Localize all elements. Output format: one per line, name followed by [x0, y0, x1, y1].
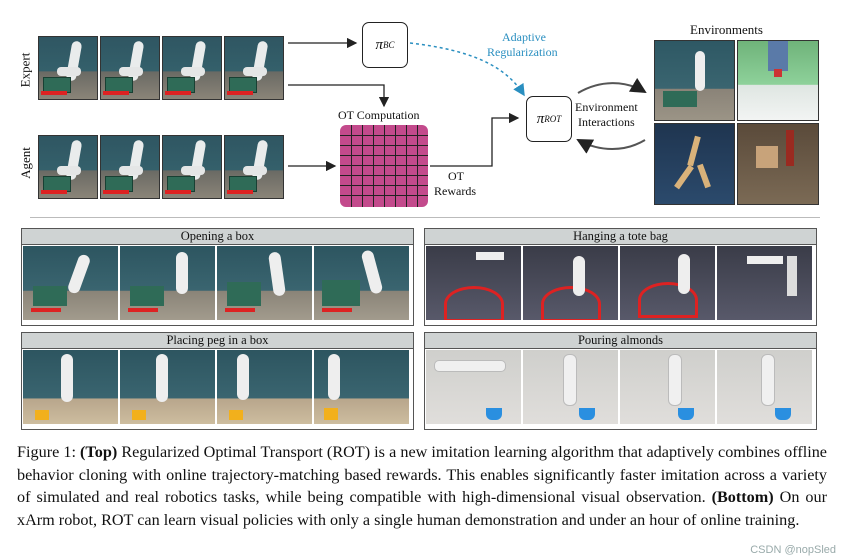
- interactions-label: Interactions: [578, 115, 635, 129]
- task-frame: [620, 350, 715, 424]
- panel-title: Hanging a tote bag: [425, 229, 816, 245]
- ot-computation-label: OT Computation: [338, 108, 420, 122]
- panel-opening-box: Opening a box: [21, 228, 414, 326]
- watermark: CSDN @nopSled: [750, 544, 836, 556]
- agent-frame-3: [162, 135, 222, 199]
- diagram-arrows: [288, 37, 647, 172]
- rewards-label: Rewards: [434, 184, 476, 198]
- task-frame: [23, 350, 118, 424]
- interaction-arrow-out: [577, 77, 647, 94]
- task-frame: [23, 246, 118, 320]
- interaction-arrow-in: [576, 139, 646, 154]
- ot-cost-matrix: [340, 125, 428, 207]
- agent-frame-4: [224, 135, 284, 199]
- expert-frame-3: [162, 36, 222, 100]
- adaptive-label: Adaptive: [502, 30, 546, 44]
- task-frame: [620, 246, 715, 320]
- task-frame: [717, 350, 812, 424]
- figure-caption: Figure 1: (Top) Regularized Optimal Tran…: [17, 441, 827, 531]
- panel-hanging-tote-bag: Hanging a tote bag: [424, 228, 817, 326]
- caption-text-1: Regularized Optimal Transport (ROT) is a…: [17, 443, 827, 506]
- task-frame: [217, 246, 312, 320]
- env-dmc-walker: [654, 123, 735, 205]
- caption-top-label: (Top): [80, 443, 118, 461]
- panel-title: Placing peg in a box: [22, 333, 413, 349]
- panel-title: Opening a box: [22, 229, 413, 245]
- expert-frame-2: [100, 36, 160, 100]
- env-metaworld-sim: [737, 40, 819, 121]
- environments-title: Environments: [690, 22, 763, 37]
- environment-label: Environment: [575, 100, 638, 114]
- agent-frame-2: [100, 135, 160, 199]
- task-frame: [426, 246, 521, 320]
- expert-frame-1: [38, 36, 98, 100]
- task-frame: [426, 350, 521, 424]
- task-frame: [523, 350, 618, 424]
- task-frame: [314, 350, 409, 424]
- agent-frame-1: [38, 135, 98, 199]
- task-frame: [523, 246, 618, 320]
- task-frame: [217, 350, 312, 424]
- caption-text-2: On our xArm robot, ROT can learn visual …: [17, 488, 827, 529]
- task-frame: [120, 246, 215, 320]
- caption-figure-label: Figure 1:: [17, 443, 81, 461]
- task-frame: [314, 246, 409, 320]
- ot-rewards-arrow: [430, 112, 520, 167]
- task-frame: [120, 350, 215, 424]
- panel-placing-peg: Placing peg in a box: [21, 332, 414, 430]
- adaptive-regularization-arrow: [409, 42, 525, 97]
- task-frame: [717, 246, 812, 320]
- env-robot-sim: [737, 123, 819, 205]
- env-xarm-box: [654, 40, 735, 121]
- section-divider: [30, 217, 820, 218]
- ot-label: OT: [448, 169, 464, 183]
- caption-bottom-label: (Bottom): [711, 488, 774, 506]
- panel-pouring-almonds: Pouring almonds: [424, 332, 817, 430]
- expert-to-ot-arrow: [288, 84, 390, 108]
- expert-frame-4: [224, 36, 284, 100]
- panel-title: Pouring almonds: [425, 333, 816, 349]
- regularization-label: Regularization: [487, 45, 558, 59]
